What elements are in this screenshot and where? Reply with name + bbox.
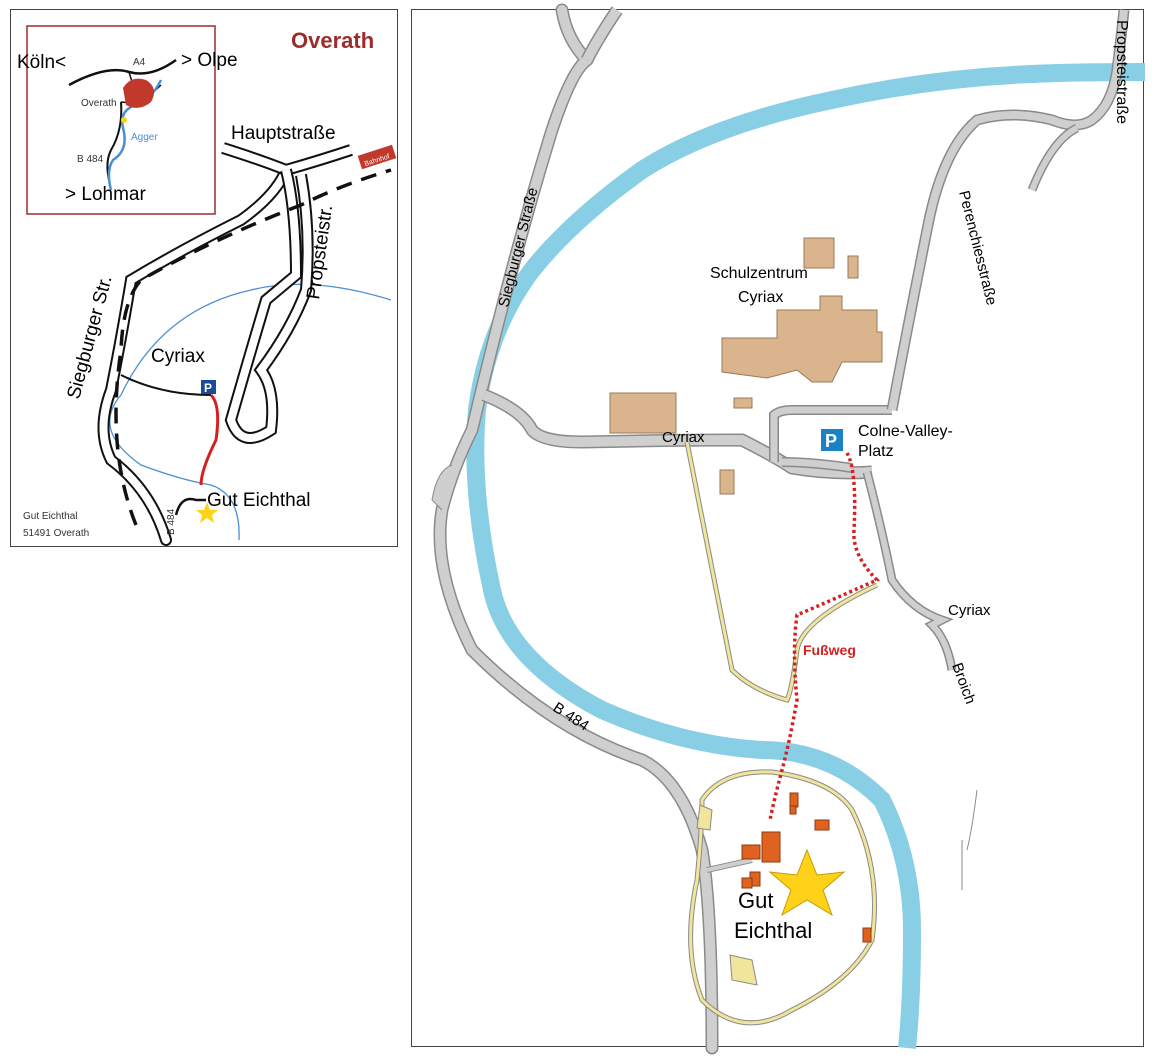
detail-yellow-path-edge: [684, 441, 879, 703]
detail-school-label-2: Cyriax: [738, 289, 783, 306]
detail-parking-loop: [770, 406, 892, 472]
inset-eichthal-marker: [121, 117, 127, 123]
overview-eichthal-access: [174, 497, 206, 516]
detail-small-building-1: [733, 397, 753, 409]
detail-north-fork: [582, 7, 622, 63]
overview-hauptstrasse-label: Hauptstraße: [231, 123, 336, 144]
detail-perenchies-label: Perenchiesstraße: [955, 189, 1000, 307]
inset-b484-road: [106, 101, 123, 181]
detail-cyriax-east-road-edge: [862, 470, 957, 671]
detail-cyriax-building: [609, 392, 677, 434]
overview-cyriax-road: [120, 374, 212, 396]
detail-eichthal-label: Eichthal: [734, 918, 812, 943]
overview-footpath: [199, 393, 220, 486]
detail-eichthal-loop-edge: [688, 769, 877, 1026]
detail-yellow-path: [685, 441, 878, 702]
overview-parking-label: P: [204, 381, 212, 395]
detail-school-label-1: Schulzentrum: [710, 265, 808, 282]
inset-to-lohmar: > Lohmar: [65, 184, 146, 205]
detail-eichthal-buildings: [741, 792, 872, 943]
inset-a4-label: A4: [133, 57, 146, 68]
inset-to-koeln: Köln<: [17, 52, 66, 73]
overview-river-south: [109, 394, 240, 541]
detail-eichthal-loop: [689, 770, 876, 1025]
inset-road-label: B 484: [77, 154, 104, 165]
overview-river-north: [120, 283, 392, 396]
detail-map: P Propsteistraße Perenchiesstraße Siegbu…: [431, 3, 1146, 1055]
overview-b484-label: B 484: [166, 508, 177, 535]
detail-east-line-1: [966, 789, 978, 851]
detail-broich-label: Broich: [948, 661, 979, 707]
detail-parking-label: P: [825, 431, 837, 451]
detail-cyriax-road: [482, 390, 873, 478]
detail-junction-island: [431, 464, 453, 511]
detail-colne-valley-label-2: Platz: [858, 443, 894, 460]
detail-agger-river: [466, 63, 1146, 1049]
detail-footpath: [768, 452, 881, 821]
inset-town-label: Overath: [81, 98, 117, 109]
overview-title: Overath: [291, 28, 374, 53]
overview-cyriax-label: Cyriax: [151, 346, 205, 367]
detail-perenchies-road: [888, 9, 1128, 411]
detail-star-icon: [768, 848, 846, 917]
address-line-1: Gut Eichthal: [23, 511, 77, 522]
detail-map-panel: P Propsteistraße Perenchiesstraße Siegbu…: [411, 3, 1146, 1055]
detail-eichthal-fields: [696, 804, 758, 986]
detail-propsteistrasse-label: Propsteistraße: [1113, 20, 1130, 124]
address-line-2: 51491 Overath: [23, 528, 89, 539]
overview-map: Köln< > Olpe > Lohmar A4 Overath Agger B…: [17, 25, 397, 546]
overview-gut-eichthal-label: Gut Eichthal: [207, 490, 311, 511]
overview-bahnhof-sign: Bahnhof: [357, 144, 397, 170]
detail-cyriax-east-road: [864, 471, 955, 671]
detail-propstei-branch: [1029, 125, 1079, 192]
overview-map-panel: Köln< > Olpe > Lohmar A4 Overath Agger B…: [10, 9, 398, 547]
inset-river-label: Agger: [131, 132, 158, 143]
detail-school-buildings: [609, 237, 883, 495]
detail-parking: P: [821, 429, 843, 451]
detail-gut-label: Gut: [738, 888, 773, 913]
inset-a4-road: [68, 58, 177, 87]
overview-propsteistr: [226, 169, 312, 442]
detail-eichthal-access: [706, 858, 753, 872]
overview-star-icon: [196, 502, 218, 523]
overview-parking: P: [201, 380, 216, 395]
inset-to-olpe: > Olpe: [181, 50, 238, 71]
detail-colne-valley-label-1: Colne-Valley-: [858, 423, 953, 440]
detail-small-building-2: [719, 469, 735, 495]
detail-cyriax-east-label: Cyriax: [948, 602, 991, 619]
overview-railway: [114, 168, 392, 526]
detail-footpath-label: Fußweg: [803, 642, 856, 658]
inset-overath-town: [123, 78, 155, 108]
inset-frame: [26, 25, 216, 215]
detail-cyriax-label: Cyriax: [662, 429, 705, 446]
